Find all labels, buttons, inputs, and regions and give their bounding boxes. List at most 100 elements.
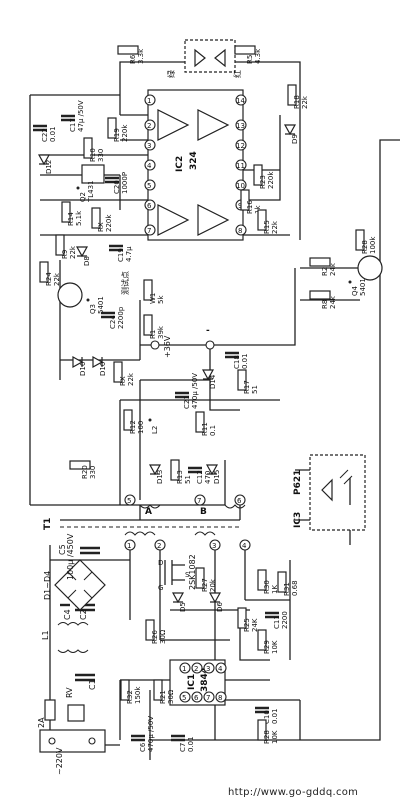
transistor-q3 xyxy=(57,282,83,308)
svg-text:2: 2 xyxy=(147,122,151,130)
diode-d10: D10 xyxy=(92,355,107,376)
component-ref: R6 xyxy=(129,54,137,64)
svg-text:9: 9 xyxy=(238,202,242,210)
svg-text:G: G xyxy=(158,584,163,592)
ic1-name: IC1 xyxy=(187,674,197,690)
component-value: 24K xyxy=(251,618,259,632)
component-ref: R24 xyxy=(45,272,53,286)
component-value: 51 xyxy=(184,475,192,484)
component-value: 5401 xyxy=(97,296,105,314)
component-ref: D13 xyxy=(156,470,164,484)
svg-text:6: 6 xyxy=(194,694,199,702)
component-value: 0.01 xyxy=(271,708,279,724)
diode-d13: D13 xyxy=(148,464,164,484)
bulk-cap-value: 100μ /450V xyxy=(66,533,75,580)
component-value: TL431 xyxy=(87,180,95,203)
diode-d16: D16 xyxy=(72,355,87,376)
output-minus-label: - xyxy=(206,326,210,336)
svg-text:3: 3 xyxy=(206,665,210,673)
component-value: 22k xyxy=(69,245,77,259)
component-ref: Q3 xyxy=(89,304,97,314)
component-ref: R23 xyxy=(259,175,267,189)
component-ref: D12 xyxy=(45,160,53,174)
ic3-optocoupler: IC3 P621 xyxy=(293,454,366,531)
component-value: 5401 xyxy=(359,278,367,296)
component-ref: C11 xyxy=(273,615,281,629)
varistor xyxy=(67,704,85,722)
watermark: http://www.go-gddq.com xyxy=(228,787,358,798)
component-ref: C24 xyxy=(109,315,117,329)
t1-pin-4 xyxy=(239,539,251,551)
component-value: 47μ /50V xyxy=(77,100,85,132)
component-ref: C20 xyxy=(113,180,121,194)
diode-d5: D5 xyxy=(171,592,187,612)
svg-text:5: 5 xyxy=(147,182,151,190)
component-value: 470μ /50V xyxy=(147,716,155,752)
component-ref: C6 xyxy=(139,742,147,752)
diode-d6: D6 xyxy=(208,592,224,612)
component-value: 150k xyxy=(134,686,142,704)
transistors xyxy=(57,164,383,308)
component-ref: R30 xyxy=(263,580,271,594)
component-value: 220k xyxy=(267,171,275,189)
node-b-label: B xyxy=(200,507,207,517)
component-ref: L2 xyxy=(151,426,159,434)
component-value: 22k xyxy=(301,95,309,109)
part-l2: L2 xyxy=(148,418,159,434)
bridge-label: D1~D4 xyxy=(43,571,52,600)
component-ref: R28 xyxy=(263,730,271,744)
svg-text:1: 1 xyxy=(147,97,151,105)
ic2-part: 324 xyxy=(189,151,199,170)
fuse xyxy=(44,699,56,721)
component-value: 30Ω xyxy=(167,689,175,704)
component-ref: RX xyxy=(97,222,105,232)
choke-l1 xyxy=(57,622,89,653)
component-ref: R15 xyxy=(263,220,271,234)
transistor-q4 xyxy=(357,255,383,281)
component-ref: R27 xyxy=(201,578,209,592)
component-value: 24k xyxy=(329,295,337,309)
output-plus-terminal xyxy=(150,340,160,350)
svg-text:4: 4 xyxy=(147,162,152,170)
diode-d12: D12 xyxy=(37,154,53,174)
svg-text:1: 1 xyxy=(182,665,186,673)
component-value: 24k xyxy=(329,262,337,276)
svg-text:12: 12 xyxy=(236,142,245,150)
ic2-324: IC2 324 1 2 3 4 5 6 7 8 9 10 11 12 13 14 xyxy=(144,89,247,241)
cap-c1: C1 xyxy=(88,679,97,690)
component-ref: R26 xyxy=(151,630,159,644)
ic1-part: 3844 xyxy=(200,667,210,692)
varistor-label: RV xyxy=(65,687,74,698)
output-minus-terminal xyxy=(205,340,215,350)
component-ref: D9 xyxy=(291,134,299,144)
component-ref: R32 xyxy=(126,690,134,704)
component-ref: R16 xyxy=(246,200,254,214)
component-ref: R11 xyxy=(201,422,209,436)
resistor-r16: R161k xyxy=(240,189,262,214)
component-ref: R17 xyxy=(243,380,251,394)
mains-input: ~220V 2A RV xyxy=(37,687,106,775)
svg-text:7: 7 xyxy=(206,694,210,702)
svg-text:14: 14 xyxy=(236,97,245,105)
component-ref: R1 xyxy=(149,330,157,339)
component-ref: D6 xyxy=(216,602,224,612)
component-ref: D15 xyxy=(213,470,221,484)
